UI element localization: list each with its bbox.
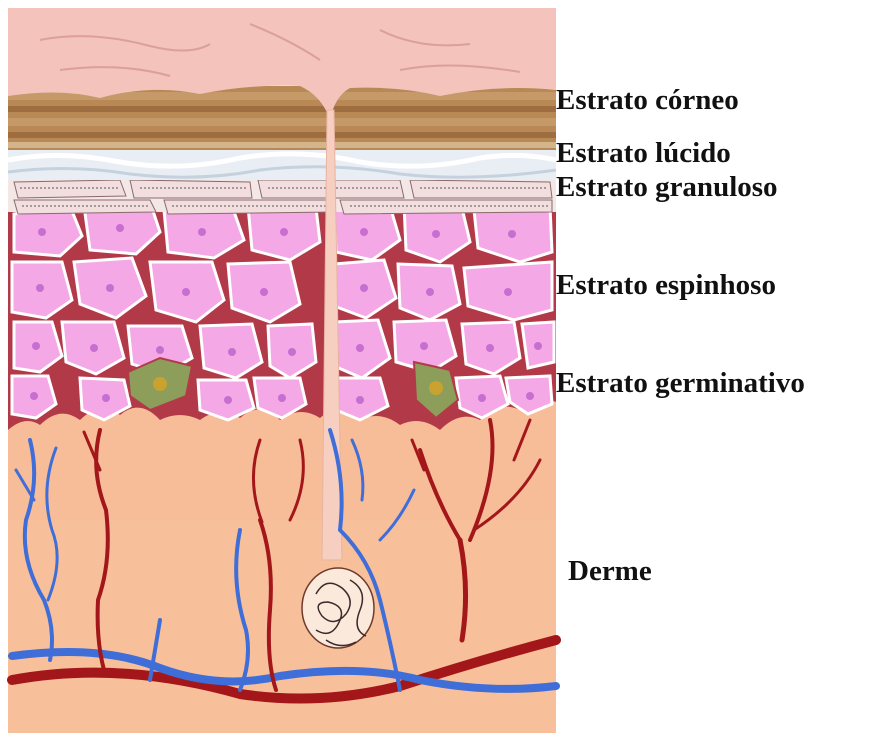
label-estrato-germinativo: Estrato germinativo [556, 369, 805, 398]
label-estrato-corneo: Estrato córneo [556, 86, 739, 115]
label-estrato-lucido: Estrato lúcido [556, 139, 731, 168]
label-estrato-granuloso: Estrato granuloso [556, 173, 778, 202]
lucidum-layer [8, 148, 556, 180]
granulosum-layer [8, 178, 556, 214]
label-estrato-espinhoso: Estrato espinhoso [556, 271, 776, 300]
label-derme: Derme [568, 557, 652, 586]
sweat-gland [302, 568, 374, 648]
